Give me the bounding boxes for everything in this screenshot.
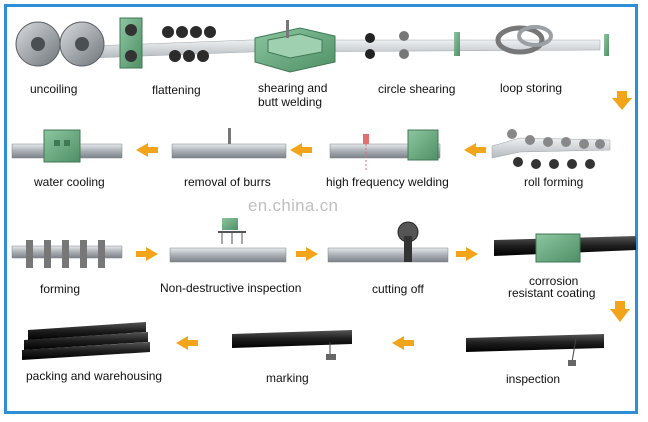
label-shearing-butt-welding-line1: shearing and — [258, 82, 327, 95]
label-cutting-off: cutting off — [372, 283, 424, 296]
shearing-welding-illustration — [255, 20, 335, 72]
uncoiling-illustration — [16, 22, 104, 66]
label-water-cooling: water cooling — [34, 176, 105, 189]
high-frequency-welding-illustration — [330, 130, 440, 170]
roll-forming-illustration — [492, 129, 610, 169]
arrow-left-3 — [136, 143, 158, 157]
packing-illustration — [22, 322, 150, 360]
arrow-left-2 — [290, 143, 312, 157]
label-non-destructive-inspection: Non-destructive inspection — [160, 282, 301, 295]
forming-illustration — [12, 240, 122, 268]
arrow-right-2 — [296, 247, 318, 261]
watermark-text: en.china.cn — [248, 196, 338, 216]
arrow-left-4 — [392, 336, 414, 350]
arrow-down-1 — [612, 91, 632, 110]
arrow-right-1 — [136, 247, 158, 261]
label-loop-storing: loop storing — [500, 82, 562, 95]
label-uncoiling: uncoiling — [30, 83, 77, 96]
cutting-off-illustration — [328, 222, 448, 262]
arrow-left-5 — [176, 336, 198, 350]
label-circle-shearing: circle shearing — [378, 83, 455, 96]
marking-illustration — [232, 330, 352, 360]
arrow-right-3 — [456, 247, 478, 261]
water-cooling-illustration — [12, 130, 122, 162]
corrosion-coating-illustration — [494, 234, 636, 262]
label-roll-forming: roll forming — [524, 176, 583, 189]
label-inspection: inspection — [506, 373, 560, 386]
label-removal-of-burrs: removal of burrs — [184, 176, 271, 189]
label-shearing-butt-welding-line2: butt welding — [258, 96, 322, 109]
label-high-frequency-welding: high frequency welding — [326, 176, 449, 189]
non-destructive-inspection-illustration — [170, 218, 286, 262]
label-corrosion-line2: resistant coating — [508, 287, 595, 300]
label-packing-and-warehousing: packing and warehousing — [26, 370, 162, 383]
arrow-left-1 — [464, 143, 486, 157]
removal-of-burrs-illustration — [172, 128, 286, 158]
inspection-illustration — [466, 334, 604, 366]
label-flattening: flattening — [152, 84, 201, 97]
label-forming: forming — [40, 283, 80, 296]
arrow-down-2 — [610, 301, 630, 322]
label-marking: marking — [266, 372, 309, 385]
